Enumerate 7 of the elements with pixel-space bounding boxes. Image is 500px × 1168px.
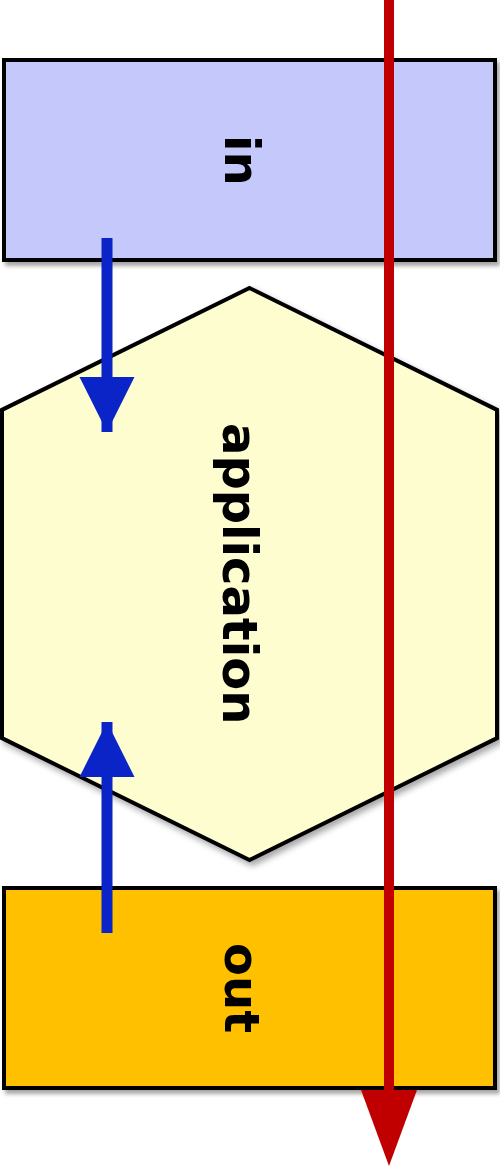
- node-label: out: [217, 942, 266, 1034]
- arrow: [79, 238, 135, 432]
- input-box: [2, 58, 497, 262]
- node-label: application: [215, 423, 264, 725]
- output-box: [2, 886, 497, 1090]
- node-label: in: [217, 134, 266, 186]
- arrow: [79, 722, 135, 933]
